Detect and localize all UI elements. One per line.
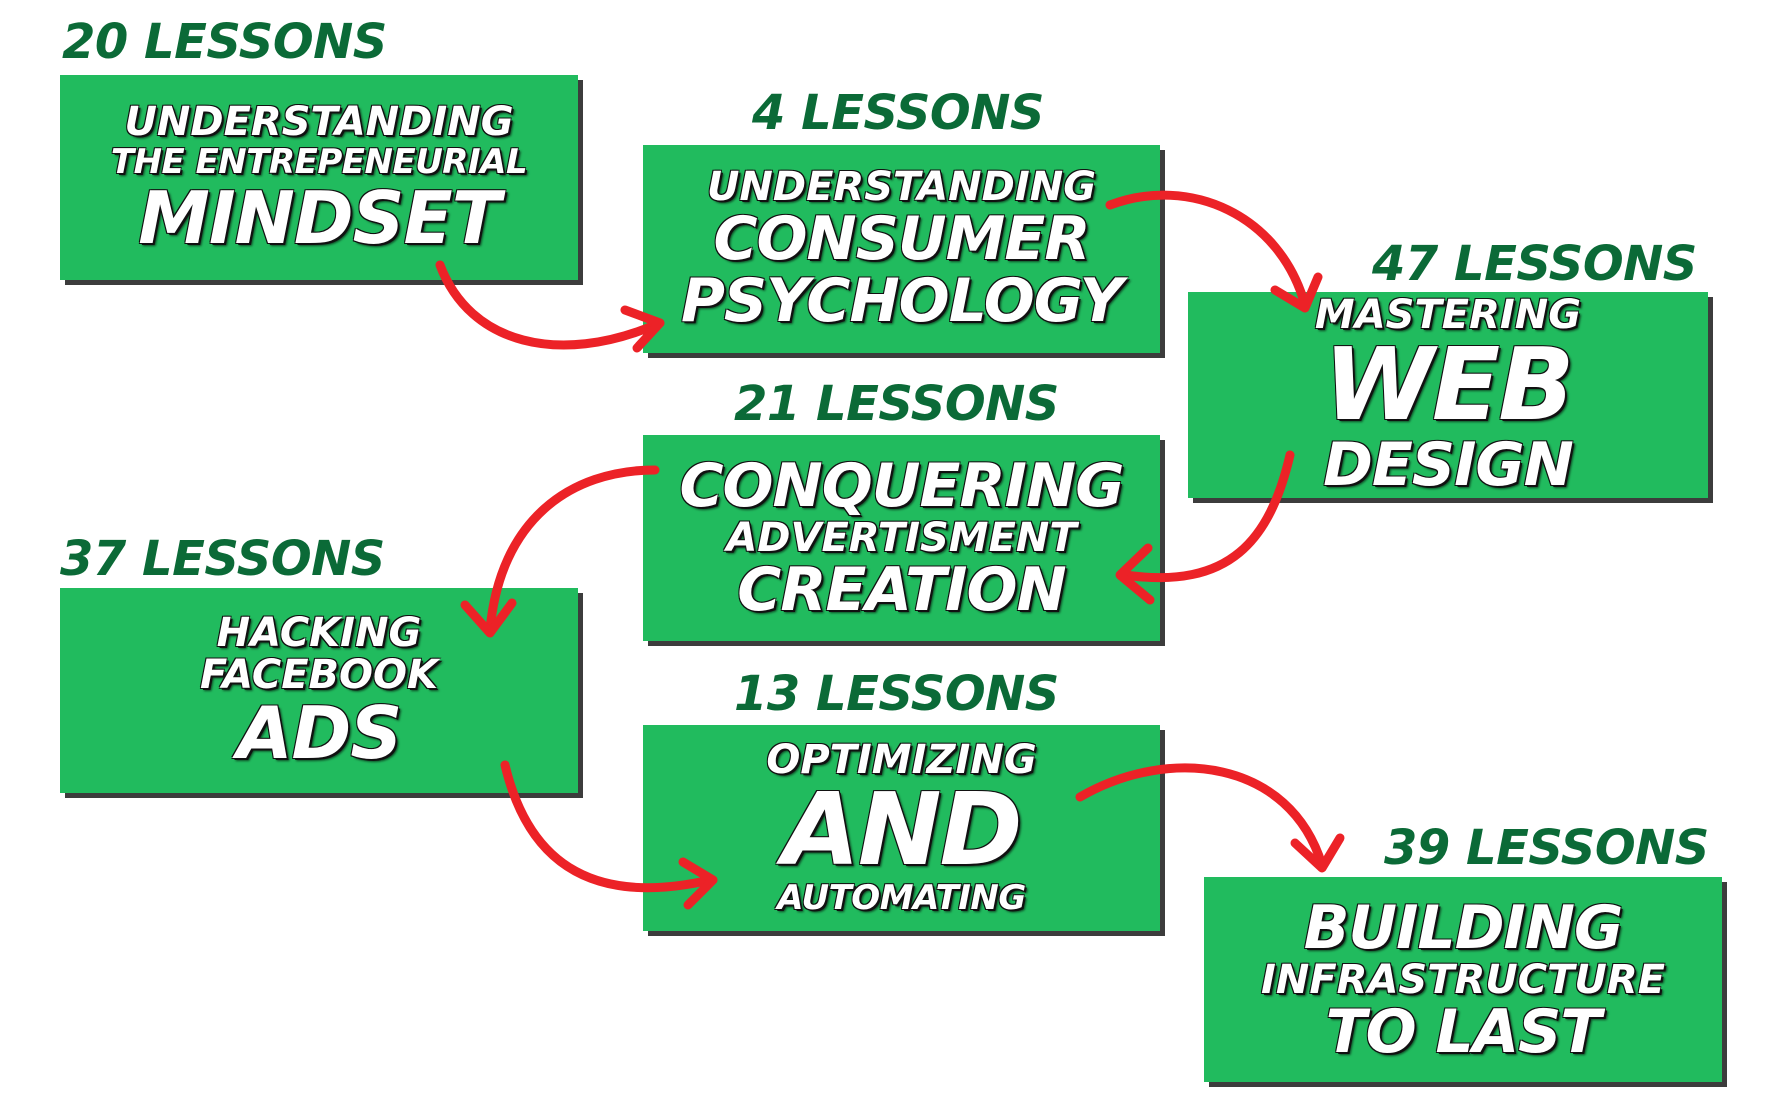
module-box-6: OPTIMIZING AND AUTOMATING <box>643 725 1160 931</box>
module-6-line-2: AND <box>782 771 1022 888</box>
arrow-2-to-3-head <box>1270 272 1323 313</box>
arrow-3-to-4-head <box>1115 543 1155 605</box>
module-5-line-3: ADS <box>236 690 402 775</box>
module-7-line-1: BUILDING <box>1303 892 1624 963</box>
module-box-7: BUILDING INFRASTRUCTURE TO LAST <box>1204 877 1722 1082</box>
arrow-3-to-4 <box>1120 450 1295 583</box>
arrow-4-to-5-head <box>460 598 517 638</box>
arrow-6-to-7 <box>1075 763 1327 870</box>
lesson-count-2: 4 LESSONS <box>752 85 1044 141</box>
module-box-1: UNDERSTANDING THE ENTREPENEURIAL MINDSET <box>60 75 578 280</box>
module-1-line-2: THE ENTREPENEURIAL <box>110 141 528 182</box>
module-3-line-1: MASTERING <box>1314 292 1582 338</box>
module-1-line-1: UNDERSTANDING <box>124 98 514 145</box>
arrow-1-to-2-head <box>620 305 665 353</box>
lesson-count-3: 47 LESSONS <box>1372 236 1697 292</box>
arrow-2-to-3 <box>1105 190 1310 310</box>
module-2-line-2: CONSUMER <box>713 204 1090 274</box>
module-7-line-2: INFRASTRUCTURE <box>1260 956 1666 1003</box>
module-5-line-2: FACEBOOK <box>199 651 439 698</box>
module-7-line-3: TO LAST <box>1325 996 1602 1067</box>
module-6-line-1: OPTIMIZING <box>766 737 1037 783</box>
lesson-count-1: 20 LESSONS <box>62 14 387 70</box>
module-4-line-2: ADVERTISMENT <box>726 515 1077 561</box>
arrow-4-to-5 <box>485 465 660 635</box>
module-6-line-3: AUTOMATING <box>777 878 1026 918</box>
lesson-count-7: 39 LESSONS <box>1384 820 1709 876</box>
module-4-line-1: CONQUERING <box>679 451 1125 521</box>
module-3-line-3: DESIGN <box>1323 430 1574 500</box>
module-box-4: CONQUERING ADVERTISMENT CREATION <box>643 435 1160 641</box>
module-4-line-3: CREATION <box>737 555 1066 625</box>
module-2-line-3: PSYCHOLOGY <box>680 266 1123 336</box>
arrow-6-to-7-head <box>1290 833 1345 873</box>
module-box-3: MASTERING WEB DESIGN <box>1188 292 1708 498</box>
module-1-line-3: MINDSET <box>138 175 501 260</box>
lesson-count-6: 13 LESSONS <box>734 666 1059 722</box>
module-3-line-2: WEB <box>1323 326 1575 443</box>
arrow-5-to-6-head <box>678 857 718 910</box>
lesson-count-5: 37 LESSONS <box>60 531 385 587</box>
arrow-1-to-2 <box>435 260 660 350</box>
lesson-count-4: 21 LESSONS <box>734 376 1059 432</box>
module-5-line-1: HACKING <box>216 609 422 656</box>
module-box-2: UNDERSTANDING CONSUMER PSYCHOLOGY <box>643 145 1160 353</box>
arrow-5-to-6 <box>500 760 715 893</box>
module-2-line-1: UNDERSTANDING <box>706 164 1097 210</box>
